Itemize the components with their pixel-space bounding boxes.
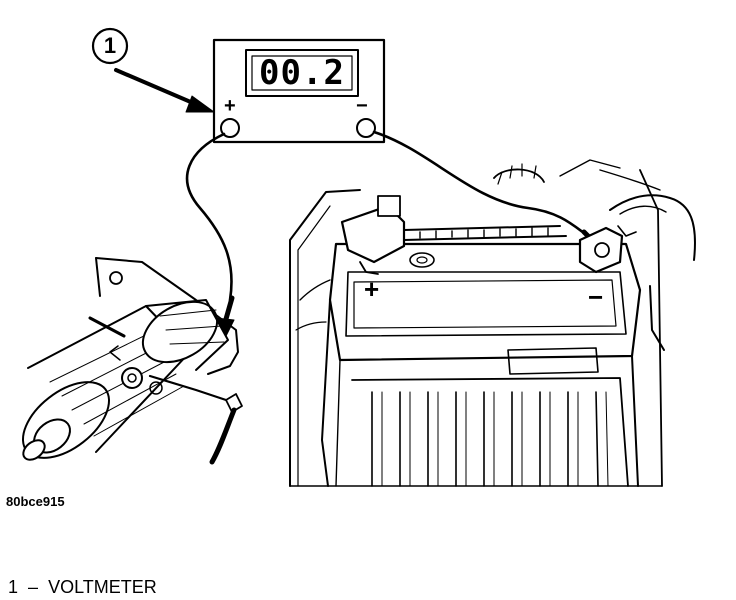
legend: 1 – VOLTMETER xyxy=(8,577,157,598)
callout-arrow xyxy=(114,68,215,113)
positive-terminal xyxy=(220,118,240,138)
battery-tray xyxy=(289,377,663,487)
engine-bay xyxy=(289,159,663,487)
starter-motor xyxy=(21,257,243,465)
voltmeter-display: 00.2 xyxy=(259,53,345,93)
legend-dash: – xyxy=(28,577,39,597)
battery-negative-mark: − xyxy=(588,282,604,312)
positive-battery-cable xyxy=(340,195,567,275)
figure-id: 80bce915 xyxy=(6,494,65,509)
battery-positive-mark: + xyxy=(364,274,380,304)
legend-number: 1 xyxy=(8,577,19,597)
negative-battery-terminal xyxy=(578,194,696,351)
voltmeter xyxy=(212,38,386,144)
battery xyxy=(321,242,642,487)
legend-label: VOLTMETER xyxy=(48,577,157,597)
callout-circle xyxy=(91,27,129,65)
negative-terminal-label: − xyxy=(356,95,368,117)
positive-terminal-label: + xyxy=(224,95,236,117)
negative-terminal xyxy=(356,118,376,138)
callout-number: 1 xyxy=(103,33,117,58)
